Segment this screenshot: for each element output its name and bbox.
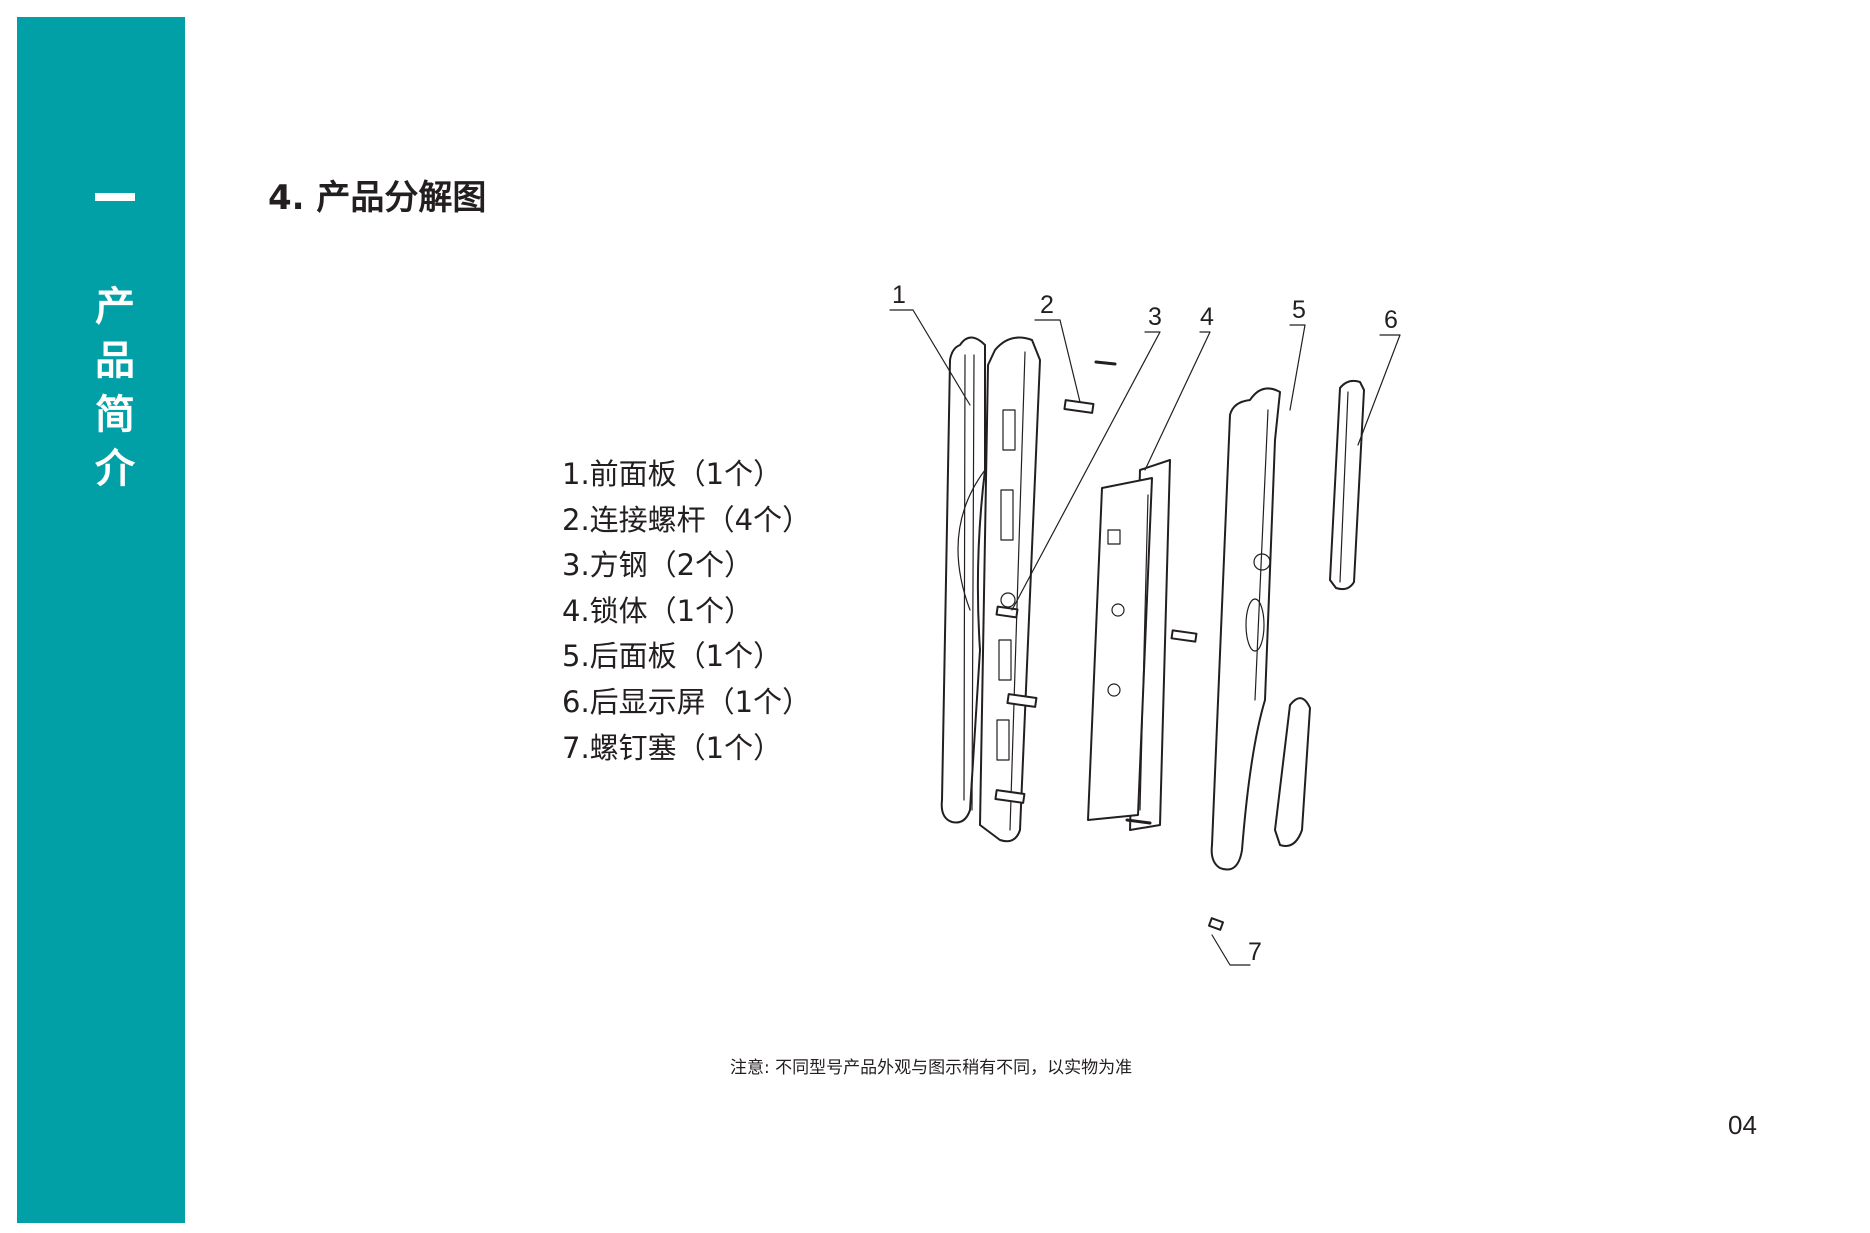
square-steel-drawing bbox=[1170, 629, 1198, 643]
page-heading: 4. 产品分解图 bbox=[268, 178, 487, 218]
callout-label: 4 bbox=[1200, 303, 1214, 331]
lock-body-drawing bbox=[1087, 360, 1171, 831]
connecting-screws-drawing bbox=[994, 399, 1095, 804]
callout-label: 3 bbox=[1148, 303, 1162, 331]
parts-list: 1.前面板（1个） 2.连接螺杆（4个） 3.方钢（2个） 4.锁体（1个） 5… bbox=[562, 452, 811, 771]
callout-label: 1 bbox=[892, 281, 906, 309]
callout-label: 5 bbox=[1292, 296, 1306, 324]
callout-label: 2 bbox=[1040, 291, 1054, 319]
part-item: 3.方钢（2个） bbox=[562, 548, 754, 583]
screw-plug-drawing bbox=[1207, 917, 1225, 931]
page-number: 04 bbox=[1728, 1110, 1757, 1140]
part-item: 7.螺钉塞（1个） bbox=[562, 730, 783, 765]
sidebar: 产 品 简 介 bbox=[17, 17, 185, 1223]
front-panel-drawing bbox=[940, 336, 986, 824]
front-backplate-drawing bbox=[979, 336, 1041, 843]
section-title-char: 产 bbox=[95, 284, 135, 330]
section-title: 产 品 简 介 bbox=[86, 280, 144, 496]
part-item: 1.前面板（1个） bbox=[562, 457, 783, 491]
part-item: 5.后面板（1个） bbox=[562, 639, 783, 674]
part-item: 6.后显示屏（1个） bbox=[562, 684, 812, 719]
callout-leaders bbox=[889, 309, 1401, 966]
part-item: 2.连接螺杆（4个） bbox=[562, 502, 812, 537]
section-dash bbox=[95, 193, 135, 201]
back-panel-drawing bbox=[1210, 387, 1311, 871]
rear-display-drawing bbox=[1329, 379, 1365, 591]
callout-label: 6 bbox=[1384, 306, 1398, 334]
callout-label: 7 bbox=[1248, 938, 1262, 966]
disclaimer-note: 注意: 不同型号产品外观与图示稍有不同，以实物为准 bbox=[730, 1058, 1133, 1078]
exploded-diagram: 1 2 3 4 5 6 7 bbox=[870, 270, 1430, 970]
section-title-char: 品 bbox=[95, 338, 135, 384]
section-title-char: 简 bbox=[95, 392, 135, 438]
section-title-char: 介 bbox=[95, 446, 135, 492]
part-item: 4.锁体（1个） bbox=[562, 593, 754, 628]
